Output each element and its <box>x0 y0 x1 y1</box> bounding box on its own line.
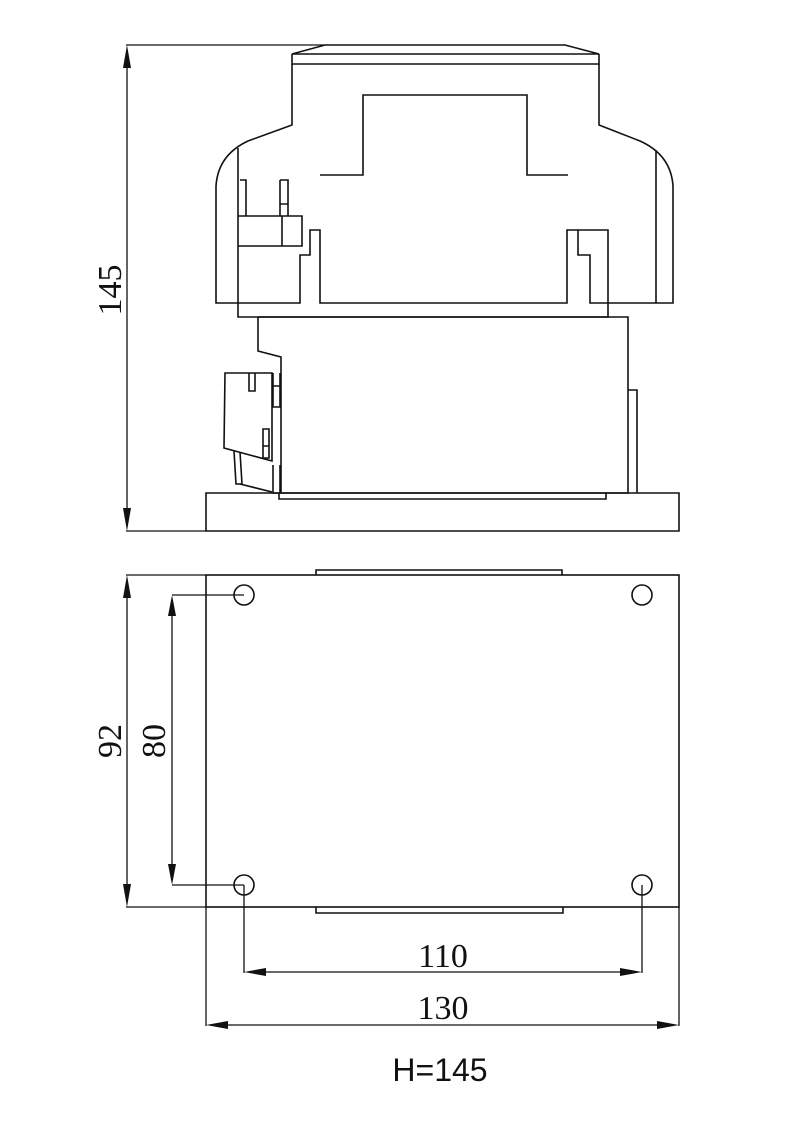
dim-label-92: 92 <box>92 724 129 758</box>
dim-label-145: 145 <box>92 265 129 316</box>
caption-height: H=145 <box>392 1052 488 1088</box>
plan-view <box>205 569 680 914</box>
dim-label-80: 80 <box>136 724 173 758</box>
dim-label-110: 110 <box>418 938 468 975</box>
side-view <box>205 44 680 532</box>
mounting-hole <box>631 584 653 606</box>
dimension-145: 145 <box>92 44 325 532</box>
dimension-80: 80 <box>136 594 244 886</box>
dim-label-130: 130 <box>418 990 469 1027</box>
dimension-110: 110 <box>243 885 643 976</box>
dimension-130: 130 <box>205 907 680 1029</box>
dimension-92: 92 <box>92 574 206 908</box>
